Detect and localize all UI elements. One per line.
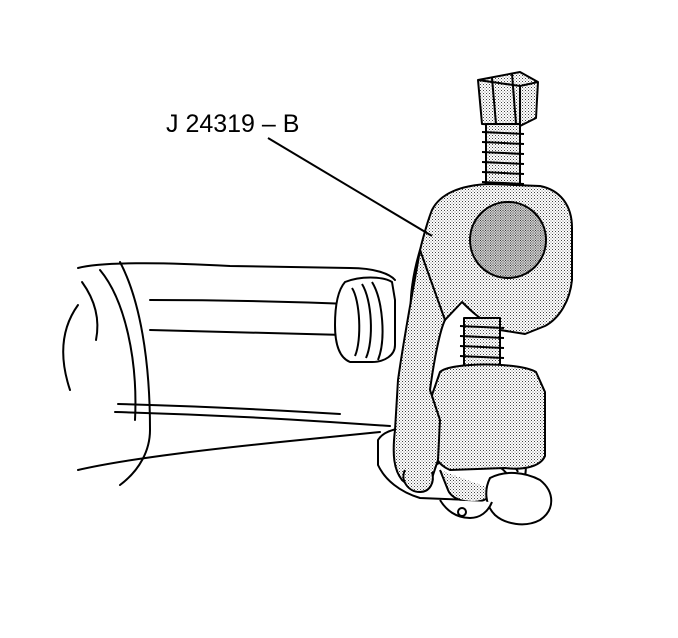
leader-line bbox=[267, 137, 433, 237]
callout: J 24319 – B bbox=[166, 110, 433, 237]
puller-jaw bbox=[392, 249, 446, 487]
callout-label: J 24319 – B bbox=[166, 110, 299, 138]
steering-knuckle-arm bbox=[62, 261, 396, 486]
forcing-screw bbox=[481, 123, 525, 191]
hex-nut bbox=[477, 71, 539, 127]
tie-rod-end-puller bbox=[392, 71, 573, 493]
tie-rod-adjuster-sleeve bbox=[334, 276, 396, 363]
